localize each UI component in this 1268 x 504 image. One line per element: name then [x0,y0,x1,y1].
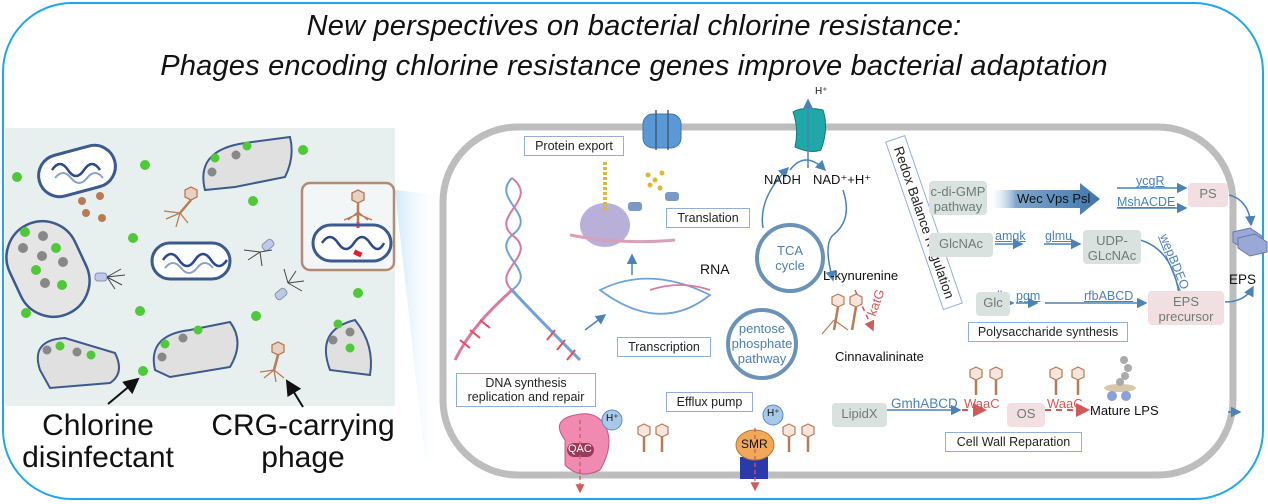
eps-precursor-node: EPS precursor [1148,291,1224,325]
glcnac-node: GlcNAc [929,233,993,257]
qac-label: QAC [568,443,592,455]
bacterium-intact-1 [37,143,117,199]
phage-gray-2 [243,238,275,267]
crg-phage-label: CRG-carrying phage [208,410,398,474]
c-di-gmp-node: c-di-GMP pathway [929,181,987,215]
rna-label: RNA [700,261,730,277]
dna-synthesis-line1: DNA synthesis [485,376,567,390]
efflux-pump-label: Efflux pump [666,392,753,412]
tca-line2: cycle [775,258,805,273]
tca-cycle-label: TCA cycle [765,243,815,273]
lysed-bacterium-2 [202,135,293,192]
mature-lps-label: Mature LPS [1090,403,1159,418]
gmhabcd-gene: GmhABCD [891,396,958,411]
transcription-bubble [598,277,712,315]
udp-glcnac-line1: UDP- [1096,233,1128,248]
nadh-dehydrogenase [789,98,827,172]
title-line-2: Phages encoding chlorine resistance gene… [160,50,1108,82]
dna-synthesis-label: DNA synthesis replication and repair [456,373,596,407]
phage-cluster [78,192,106,222]
protein-export-channel [642,110,682,150]
bacterium-intact-2 [150,241,232,281]
lipidx-node: LipidX [832,403,887,427]
udp-glcnac-line2: GLcNAc [1087,248,1137,263]
translation-label: Translation [666,208,750,228]
title-line-1: New perspectives on bacterial chlorine r… [306,10,962,42]
ps-node: PS [1188,183,1228,207]
chlorine-arrow [107,377,140,405]
pentose-line3: pathway [737,351,787,366]
wec-vps-psl-arrow [988,183,1100,215]
pgm-gene: pgm [1016,289,1041,303]
qac-pump [558,413,610,494]
phage-arrow [285,379,304,408]
udp-glcnac-node: UDP- GLcNAc [1083,230,1141,264]
phages-lps [969,366,1085,395]
h-plus-qac [601,409,623,431]
c-di-gmp-line2: pathway [933,199,983,214]
phage-brown-1 [163,186,198,228]
phage-brown-2 [259,341,285,383]
crg-phage-label-line1: CRG-carrying [211,409,395,442]
eps-precursor-line1: EPS [1172,294,1199,309]
inner-dots [18,141,355,362]
phages-membrane [637,423,815,452]
transcription-label: Transcription [617,337,711,357]
phage-pair-katg [821,293,863,335]
wec-vps-psl-label: Wec Vps Psl [1017,191,1091,206]
tca-cycle-ring [755,223,825,293]
phage-injecting [343,189,373,228]
l-kynurenine-label: L-kynurenine [823,268,899,283]
crg-phage-label-line2: phage [261,441,345,474]
phage-gray-3 [274,268,305,301]
mshacde-gene: MshACDE [1117,195,1176,209]
smr-pump [735,428,775,492]
tca-line1: TCA [777,243,803,258]
phage-gray-1 [94,268,126,290]
eps-precursor-line2: precursor [1158,309,1214,324]
h-plus-qac-label: H⁺ [606,413,619,424]
trna [628,192,679,211]
cell-wall-reparation-label: Cell Wall Reparation [945,432,1082,452]
amgk-gene: amgk [995,229,1026,243]
pentose-line2: phosphate [731,336,793,351]
cinnavalininate-label: Cinnavalininate [835,349,924,364]
eps-blocks [1232,227,1268,257]
ribosome [569,160,676,247]
ycgr-gene: ycgR [1136,174,1165,188]
lysed-bacterium-1 [5,219,91,319]
protein-export-label: Protein export [524,136,624,156]
chlorine-label-line2: disinfectant [22,441,174,474]
chlorine-label: Chlorine disinfectant [18,410,178,474]
glmu-gene: glmu [1045,229,1073,243]
lysed-bacterium-4 [152,320,239,379]
pentose-phosphate-label: pentose phosphate pathway [727,321,797,366]
h-plus-smr-label: H⁺ [767,408,780,419]
waac-gene-2: WaaC [1047,396,1083,411]
chlorine-label-line1: Chlorine [42,409,154,442]
nad-label: NAD⁺+H⁺ [813,172,872,187]
pentose-line1: pentose [738,321,786,336]
c-di-gmp-line1: c-di-GMP [930,184,986,199]
dna-synthesis-line2: replication and repair [467,390,585,404]
h-plus-top: H⁺ [815,86,828,97]
polysaccharide-synthesis-label: Polysaccharide synthesis [968,322,1128,342]
glc-node: Glc [976,292,1010,316]
pentose-cycle-ring [726,308,798,380]
smr-label: SMR [741,437,768,451]
h-plus-smr [762,404,784,426]
nadh-label: NADH [764,172,801,187]
lysed-bacterium-3 [36,336,120,390]
zoom-wedge [395,190,440,460]
chlorine-dots [12,145,363,376]
dna-helix [453,177,582,362]
os-node: OS [1007,403,1045,427]
amino-acids [645,170,665,191]
lps-molecule [1104,356,1136,401]
rfbabcd-gene: rfbABCD [1084,289,1134,303]
eps-label: EPS [1229,272,1257,287]
waac-gene-1: WaaC [964,396,1000,411]
